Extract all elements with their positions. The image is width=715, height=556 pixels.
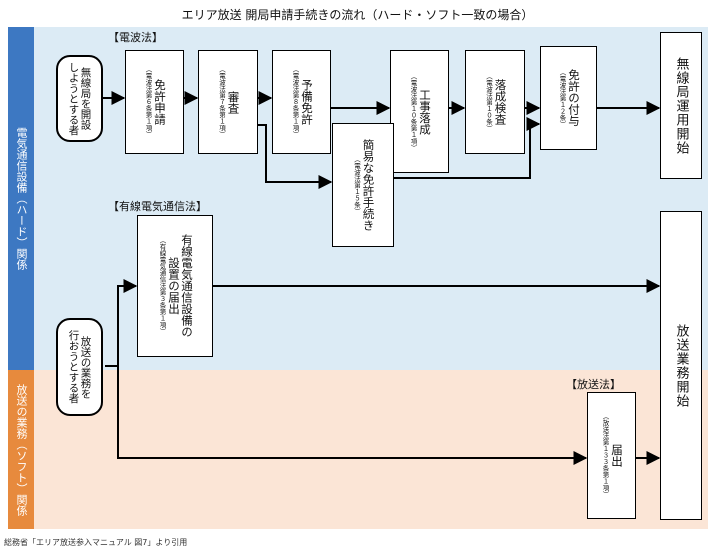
outcome-broadcast-start: 放送業務開始 xyxy=(660,211,702,520)
actor-broadcaster-line-2: 行おうとする者 xyxy=(67,330,80,404)
simplified-procedure-ref: （電波法第１５条） xyxy=(352,155,361,215)
completion-inspection-ref: （電波法第１０条） xyxy=(484,72,493,132)
step-simplified-procedure: 簡易な免許手続き （電波法第１５条） xyxy=(332,123,394,247)
arrow-simplified-to-license-grant xyxy=(394,117,541,179)
license-application-label: 免許申請 xyxy=(153,79,167,125)
license-application-ref: （電波法第６条第１項） xyxy=(144,66,152,138)
arrow-to-wired-notification xyxy=(105,279,138,367)
soft-band-label: 放送の業務（ソフト）関係 xyxy=(8,370,34,529)
step-broadcast-notification: 届出 （放送法第１３３条第１項） xyxy=(587,392,636,519)
actor-station: 無線局を開設 しようとする者 xyxy=(56,55,103,142)
wired-notification-ref: （有線電気通信法第３条第１項） xyxy=(158,237,166,335)
source-credit: 総務省「エリア放送参入マニュアル 図7」より引用 xyxy=(4,538,188,547)
step-construction-completion: 工事落成 （電波法第１０条第１項） xyxy=(390,50,449,173)
arrow-to-broadcast-notification xyxy=(117,366,588,465)
step-license-grant: 免許の付与 （電波法第１２条） xyxy=(540,46,597,150)
step-examination: 審査 （電波法第７条第１項） xyxy=(198,50,258,154)
radio-operation-label: 無線局運用開始 xyxy=(673,56,689,155)
examination-ref: （電波法第７条第１項） xyxy=(217,66,226,138)
construction-completion-label: 工事落成 xyxy=(418,88,432,135)
page-title: エリア放送 開局申請手続きの流れ（ハード・ソフト一致の場合） xyxy=(181,8,534,22)
wired-law-label: 【有線電気通信法】 xyxy=(108,200,207,213)
broadcast-notification-ref: （放送法第１３３条第１項） xyxy=(601,413,609,498)
hard-band-label: 電気通信設備（ハード）関係 xyxy=(8,27,34,370)
arrow-to-simplified-procedure xyxy=(258,124,333,189)
preliminary-license-label: 予備免許 xyxy=(300,79,314,125)
completion-inspection-label: 落成検査 xyxy=(493,79,508,125)
outcome-radio-operation: 無線局運用開始 xyxy=(660,32,702,179)
license-grant-label: 免許の付与 xyxy=(567,69,581,127)
step-license-application: 免許申請 （電波法第６条第１項） xyxy=(125,50,184,154)
wired-notification-line-2: 設置の届出 xyxy=(167,257,181,315)
actor-broadcaster: 放送の業務を 行おうとする者 xyxy=(56,318,103,416)
actor-station-line-1: 無線局を開設 xyxy=(79,67,92,130)
broadcast-notification-label: 届出 xyxy=(610,444,624,467)
simplified-procedure-label: 簡易な免許手続き xyxy=(361,139,376,231)
step-preliminary-license: 予備免許 （電波法第８条第１項） xyxy=(272,50,331,154)
broadcast-start-label: 放送業務開始 xyxy=(673,323,689,408)
wired-notification-line-1: 有線電気通信設備の xyxy=(180,234,194,338)
step-completion-inspection: 落成検査 （電波法第１０条） xyxy=(465,50,525,154)
examination-label: 審査 xyxy=(226,90,241,114)
step-wired-notification: 有線電気通信設備の 設置の届出 （有線電気通信法第３条第１項） xyxy=(137,215,213,357)
construction-completion-ref: （電波法第１０条第１項） xyxy=(409,72,417,151)
preliminary-license-ref: （電波法第８条第１項） xyxy=(291,66,299,138)
broadcast-law-label: 【放送法】 xyxy=(566,378,621,391)
actor-broadcaster-line-1: 放送の業務を xyxy=(79,335,92,399)
license-grant-ref: （電波法第１２条） xyxy=(558,68,566,128)
radio-law-label: 【電波法】 xyxy=(108,31,163,44)
actor-station-line-2: しようとする者 xyxy=(67,61,80,136)
